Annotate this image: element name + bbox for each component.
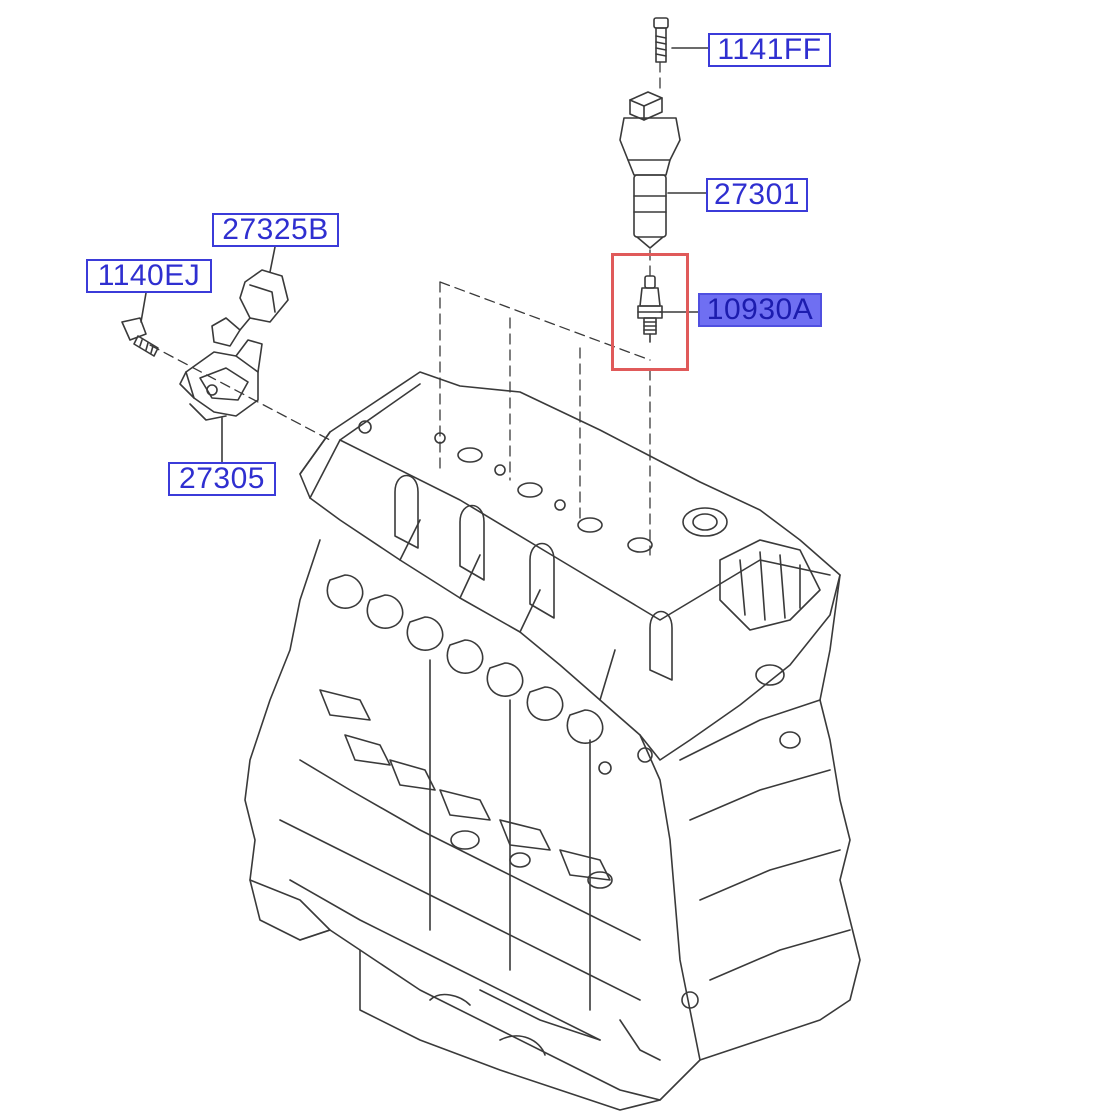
part-callout-27301[interactable]: 27301 xyxy=(706,178,808,212)
bolt-1140ej xyxy=(121,317,159,357)
leader-lines xyxy=(140,47,709,463)
ignition-coil-27301 xyxy=(619,91,681,249)
spark-plug-10930a xyxy=(637,275,663,343)
part-callout-27325b[interactable]: 27325B xyxy=(212,213,339,247)
part-callout-27305[interactable]: 27305 xyxy=(168,462,276,496)
sensor-27325b xyxy=(211,269,289,347)
selected-part-highlight-box xyxy=(611,253,689,371)
part-callout-1140ej[interactable]: 1140EJ xyxy=(86,259,212,293)
assembly-dashed-lines xyxy=(149,61,661,556)
sensor-27305 xyxy=(179,339,263,421)
part-callout-1141ff[interactable]: 1141FF xyxy=(708,33,831,67)
part-callout-10930a[interactable]: 10930A xyxy=(698,293,822,327)
bolt-1141ff xyxy=(653,17,669,63)
engine-block xyxy=(244,371,861,1111)
